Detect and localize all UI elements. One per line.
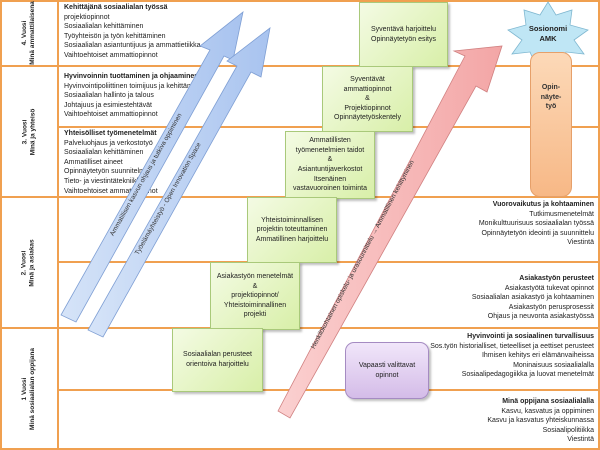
block-item: Vaihtoehtoiset ammattiopinnot: [64, 187, 158, 195]
box-line: Itsenäinen: [313, 175, 347, 183]
course-block: Minä oppijana sosiaalialalla Kasvu, kasv…: [487, 397, 594, 445]
box-line: Syventävä harjoittelu: [371, 25, 436, 33]
box-line: ammattiopinnot: [343, 85, 392, 93]
block-item: Ammatilliset aineet: [64, 158, 123, 166]
block-item: Sosiaalialan kehittäminen: [64, 23, 144, 31]
block-item: Opinnäytetyön ideointi ja suunnittelu: [481, 229, 594, 237]
box-line: Vapaasti valittavat: [358, 361, 416, 369]
box-line: Syventävät: [350, 76, 385, 84]
block-heading: Yhteisölliset työmenetelmät: [64, 130, 157, 137]
block-item: Johtajuus ja esimiestehtävät: [64, 101, 152, 109]
blue-arrow-worklife: [87, 27, 271, 338]
box-line: projektiopinnot/: [231, 292, 279, 300]
blue-arrow-guidance: [60, 11, 244, 323]
course-block: Asiakastyön perusteet Asiakastyötä tukev…: [472, 274, 594, 322]
block-item: Palveluohjaus ja verkostotyö: [64, 139, 153, 147]
block-item: Ohjaus ja neuvonta asiakastyössä: [487, 313, 594, 321]
thesis-label: näyte-: [540, 93, 562, 101]
box-line: Sosiaalialan perusteet: [183, 351, 252, 359]
block-heading: Asiakastyön perusteet: [519, 275, 594, 282]
thesis-label: työ: [545, 103, 557, 111]
box-line: työmenetelmien taidot: [295, 146, 365, 154]
block-heading: Hyvinvoinnin tuottaminen ja ohjaaminen: [64, 73, 199, 80]
box-line: Yhteistoiminnallisen: [261, 216, 323, 224]
block-item: Monikulttuurisuus sosiaalialan työssä: [478, 220, 594, 228]
box-line: Ammatillisten: [309, 137, 351, 145]
year-column-divider: [57, 0, 59, 450]
block-item: Moninaisuus sosiaalialalla: [513, 361, 594, 369]
block-item: Ihmisen kehitys eri elämänvaiheissa: [481, 352, 594, 360]
box-line: Asiakastyön menetelmät: [216, 273, 294, 281]
course-block: Yhteisölliset työmenetelmät Palveluohjau…: [64, 129, 158, 196]
block-item: Asiakastyötä tukevat opinnot: [504, 284, 594, 292]
box-line: projektin toteuttaminen: [256, 226, 328, 234]
block-item: Kasvu ja kasvatus yhteiskunnassa: [487, 417, 594, 425]
block-heading: Hyvinvointi ja sosiaalinen turvallisuus: [467, 333, 594, 340]
thesis-label: Opin-: [541, 84, 561, 91]
red-arrow-career: [277, 45, 503, 419]
box-line: Ammatillinen harjoittelu: [255, 235, 329, 243]
block-item: Työyhteisön ja työn kehittäminen: [64, 32, 166, 40]
block-item: Kasvu, kasvatus ja oppiminen: [501, 407, 594, 415]
block-item: Sosiaalialan hallinto ja talous: [64, 92, 154, 100]
degree-type: AMK: [539, 34, 557, 43]
box-line: Opinnäytetyön esitys: [371, 35, 436, 43]
course-block: Hyvinvoinnin tuottaminen ja ohjaaminen H…: [64, 72, 206, 120]
degree-label: Sosionomi AMK: [526, 24, 570, 44]
course-block: Vuorovaikutus ja kohtaaminen Tutkimusmen…: [479, 200, 594, 248]
elective-studies-box: Vapaasti valittavat opinnot: [345, 342, 429, 399]
box-line: &: [252, 282, 258, 290]
box-line: Opinnäytetyöskentely: [334, 114, 401, 122]
course-block: Kehittäjänä sosiaalialan työssä projekti…: [64, 3, 201, 61]
block-item: Viestintä: [567, 239, 594, 247]
block-item: Vaihtoehtoiset ammattiopinnot: [64, 111, 158, 119]
block-item: Sos.työn historialliset, tieteelliset ja…: [430, 342, 594, 350]
block-item: Sosiaalipolitiikka: [542, 426, 594, 434]
block-heading: Kehittäjänä sosiaalialan työssä: [64, 4, 168, 11]
course-block: Hyvinvointi ja sosiaalinen turvallisuus …: [430, 332, 594, 380]
green-box-joint-project: Yhteistoiminnallisen projektin toteuttami…: [247, 197, 337, 263]
box-line: orientoiva harjoittelu: [186, 361, 249, 368]
block-item: Asiakastyön perusprosessit: [508, 303, 594, 311]
block-item: Vaihtoehtoiset ammattiopinnot: [64, 51, 158, 59]
grid-line: [0, 327, 600, 329]
box-line: Yhteistoiminnallinen: [223, 301, 287, 309]
box-line: vastavuoroinen toiminta: [293, 185, 367, 193]
grid-line: [58, 389, 600, 391]
thesis-box: Opin-näyte-työ: [530, 52, 572, 197]
block-item: Sosiaalialan asiantuntijuus ja ammattiet…: [64, 42, 201, 50]
block-item: Opinnäytetyön suunnitelma: [64, 168, 149, 176]
block-item: Tieto- ja viestintätekniikka: [64, 177, 144, 185]
grid-line: [0, 65, 600, 67]
block-heading: Vuorovaikutus ja kohtaaminen: [492, 201, 594, 208]
block-heading: Minä oppijana sosiaalialalla: [502, 398, 594, 405]
box-line: Asiantuntijaverkostot: [297, 166, 363, 173]
degree-name: Sosionomi: [528, 24, 568, 33]
box-line: Projektiopinnot: [344, 104, 391, 112]
box-line: opinnot: [375, 371, 399, 379]
box-line: projekti: [243, 311, 267, 319]
green-box-basics: Sosiaalialan perusteet orientoiva harjoit…: [172, 328, 263, 392]
block-item: Hyvinvointipoliittinen toimijuus ja kehi…: [64, 82, 207, 90]
box-line: &: [365, 95, 370, 103]
block-item: Sosiaalipedagogiikka ja luovat menetelmä…: [461, 371, 594, 379]
box-line: &: [327, 156, 333, 164]
block-item: Viestintä: [567, 436, 594, 444]
green-box-client-methods: Asiakastyön menetelmät& projektiopinnot/Y…: [210, 262, 300, 330]
block-item: Sosiaalialan kehittäminen: [64, 149, 144, 157]
block-item: projektiopinnot: [64, 13, 110, 21]
block-item: Tutkimusmenetelmät: [529, 210, 594, 218]
block-item: Sosiaalialan asiakastyö ja kohtaaminen: [471, 294, 594, 302]
